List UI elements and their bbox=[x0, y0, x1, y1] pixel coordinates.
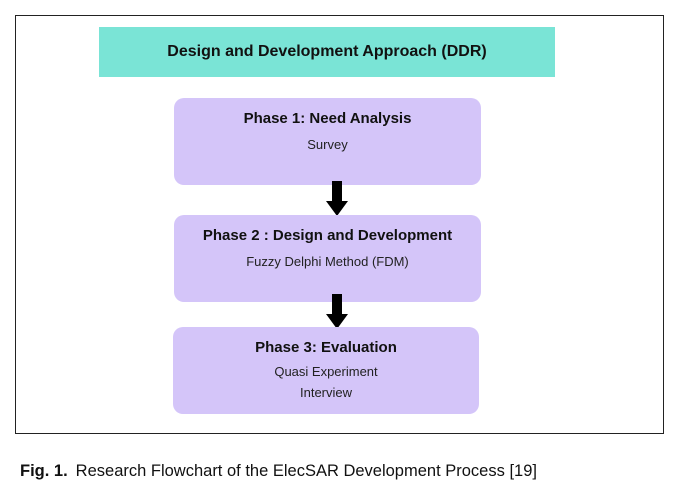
phase-1-box: Phase 1: Need Analysis Survey bbox=[174, 98, 481, 185]
phase-item: Survey bbox=[307, 137, 348, 152]
phase-item: Quasi Experiment bbox=[274, 364, 378, 379]
figure-caption: Fig. 1. Research Flowchart of the ElecSAR… bbox=[20, 462, 537, 481]
phase-title: Phase 1: Need Analysis bbox=[243, 110, 412, 127]
diagram-frame bbox=[15, 15, 664, 434]
phase-title: Phase 3: Evaluation bbox=[255, 339, 397, 356]
phase-title: Phase 2 : Design and Development bbox=[202, 227, 453, 244]
figure-label: Fig. 1. bbox=[20, 462, 68, 480]
down-arrow-icon bbox=[326, 294, 348, 329]
phase-item: Interview bbox=[299, 385, 353, 400]
phase-3-box: Phase 3: Evaluation Quasi Experiment Int… bbox=[173, 327, 479, 414]
phase-item: Fuzzy Delphi Method (FDM) bbox=[246, 254, 409, 269]
approach-header: Design and Development Approach (DDR) bbox=[99, 27, 555, 77]
phase-2-box: Phase 2 : Design and Development Fuzzy D… bbox=[174, 215, 481, 302]
caption-text: Research Flowchart of the ElecSAR Develo… bbox=[75, 462, 537, 480]
down-arrow-icon bbox=[326, 181, 348, 216]
